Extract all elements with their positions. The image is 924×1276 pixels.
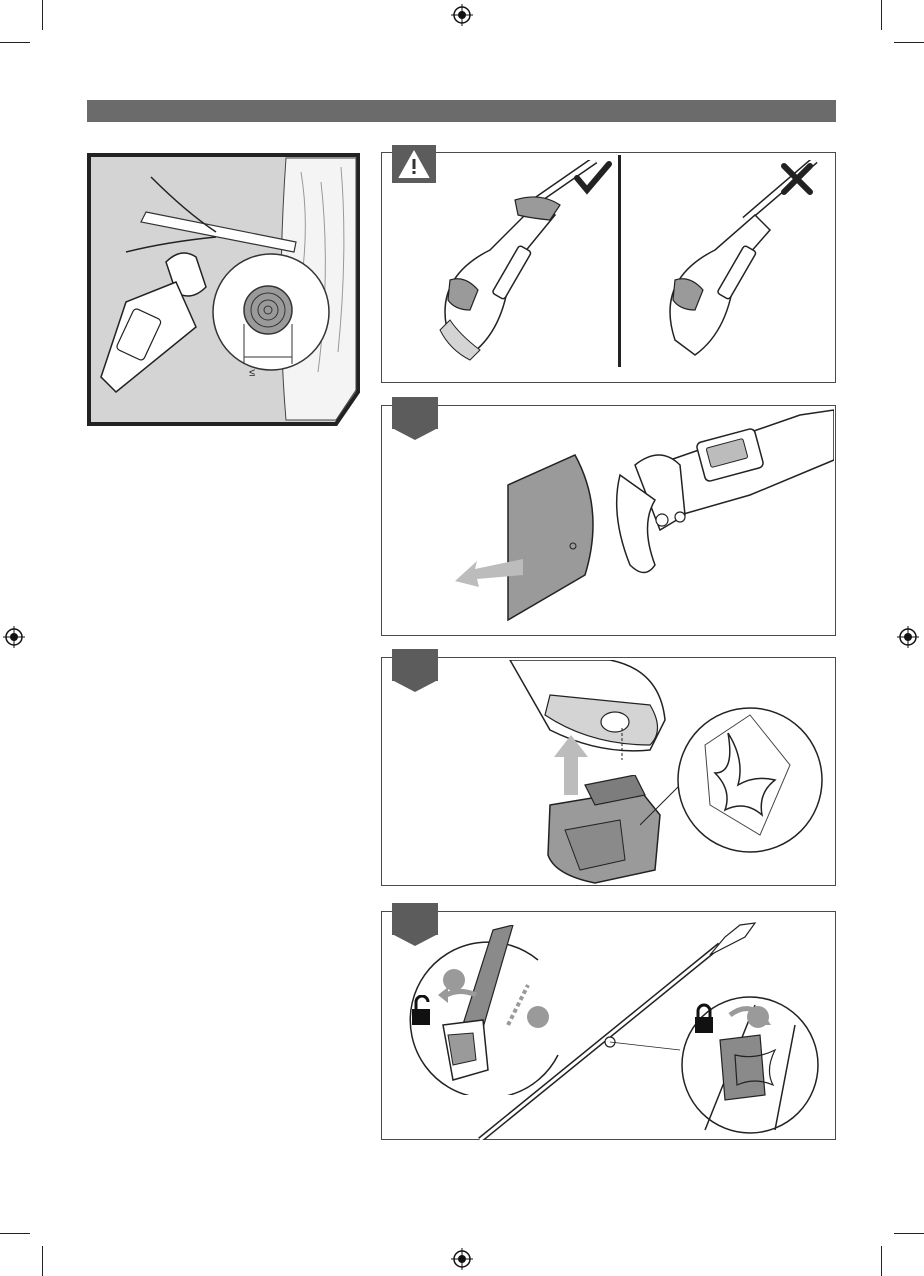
blade-cover-illustration <box>445 450 605 630</box>
warning-divider <box>618 155 621 367</box>
unlock-icon <box>410 995 432 1027</box>
crop-mark-tl-h <box>0 42 30 43</box>
cross-mark-icon <box>780 162 814 196</box>
crop-mark-tr-v <box>881 0 882 30</box>
pruner-head-illustration <box>600 405 834 585</box>
figure-branch-diameter: ≤ <box>86 152 361 428</box>
registration-mark-left-icon <box>3 626 25 648</box>
step-triangle-2 <box>392 680 438 692</box>
registration-mark-right-icon <box>897 626 919 648</box>
crop-mark-br-h <box>894 1233 924 1234</box>
registration-mark-bottom-icon <box>451 1248 473 1270</box>
section-header-bar <box>87 100 836 122</box>
crop-mark-br-v <box>881 1246 882 1276</box>
crop-mark-tr-h <box>894 42 924 43</box>
crop-mark-bl-h <box>0 1233 30 1234</box>
crop-mark-bl-v <box>42 1246 43 1276</box>
arrow-left-icon <box>455 555 525 589</box>
lock-icon <box>693 1003 715 1035</box>
step-tab-1 <box>392 397 438 429</box>
battery-click-detail-illustration <box>640 685 825 865</box>
crop-mark-tl-v <box>42 0 43 30</box>
diameter-label: ≤ <box>249 367 255 379</box>
step-tab-2 <box>392 649 438 681</box>
lock-detail-illustration <box>665 985 825 1135</box>
step-triangle-1 <box>392 428 438 440</box>
registration-mark-top-icon <box>451 4 473 26</box>
check-mark-icon <box>573 160 613 196</box>
